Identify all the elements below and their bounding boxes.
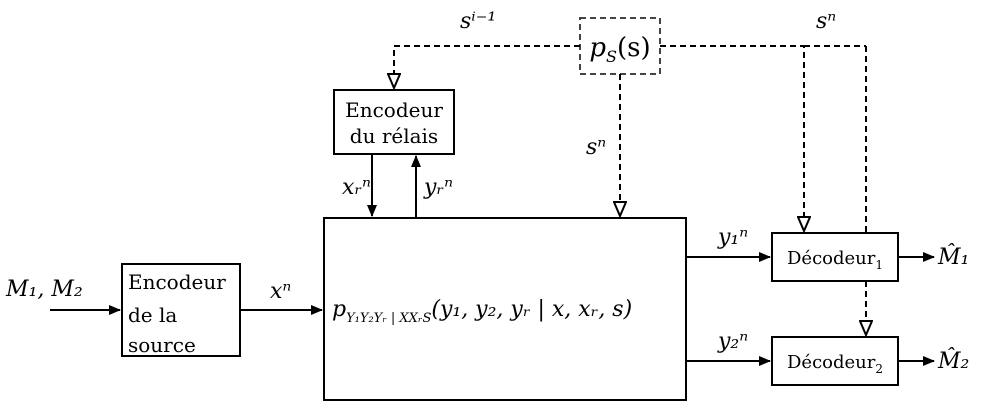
messages-label: M₁, M₂ bbox=[5, 277, 83, 302]
decoder2-block: Décodeur2 bbox=[771, 336, 899, 386]
sn-mid-label: sⁿ bbox=[586, 135, 606, 160]
svg-text:Décodeur2: Décodeur2 bbox=[787, 352, 883, 376]
sn-right-label: sⁿ bbox=[816, 9, 836, 34]
m2hat-label: M̂₂ bbox=[937, 348, 969, 374]
state-to-relay-arrow bbox=[394, 45, 580, 88]
relay-encoder-line2: du rélais bbox=[350, 124, 438, 148]
solid-connections bbox=[50, 154, 935, 366]
relay-encoder-block: Encodeur du rélais bbox=[333, 89, 455, 155]
state-to-decoder1-arrow bbox=[660, 45, 804, 231]
xrn-label: xᵣⁿ bbox=[342, 175, 371, 200]
source-encoder-line2: de la bbox=[128, 303, 177, 327]
source-encoder-line3: source bbox=[128, 333, 196, 357]
decoder1-block: Décodeur1 bbox=[771, 232, 899, 282]
channel-block: pY₁Y₂Yᵣ | XXᵣS(y₁, y₂, yᵣ | x, xᵣ, s) bbox=[323, 217, 687, 401]
m1hat-label: M̂₁ bbox=[937, 244, 969, 270]
y1n-label: y₁ⁿ bbox=[717, 225, 748, 250]
source-encoder-line1: Encodeur bbox=[128, 270, 226, 294]
state-distribution-box: pS(s) bbox=[579, 17, 661, 75]
dashed-state-connections bbox=[394, 45, 866, 335]
svg-text:pS(s): pS(s) bbox=[589, 33, 650, 66]
svg-text:Décodeur1: Décodeur1 bbox=[787, 248, 883, 272]
channel-transition-label: pY₁Y₂Yᵣ | XXᵣS(y₁, y₂, yᵣ | x, xᵣ, s) bbox=[332, 297, 632, 326]
yrn-label: yᵣⁿ bbox=[423, 175, 453, 200]
xn-label: xⁿ bbox=[270, 279, 291, 304]
s-past-label: sⁱ⁻¹ bbox=[460, 9, 496, 34]
source-encoder-block: Encodeur de la source bbox=[121, 263, 241, 357]
y2n-label: y₂ⁿ bbox=[717, 329, 748, 354]
relay-encoder-line1: Encodeur bbox=[345, 98, 443, 122]
